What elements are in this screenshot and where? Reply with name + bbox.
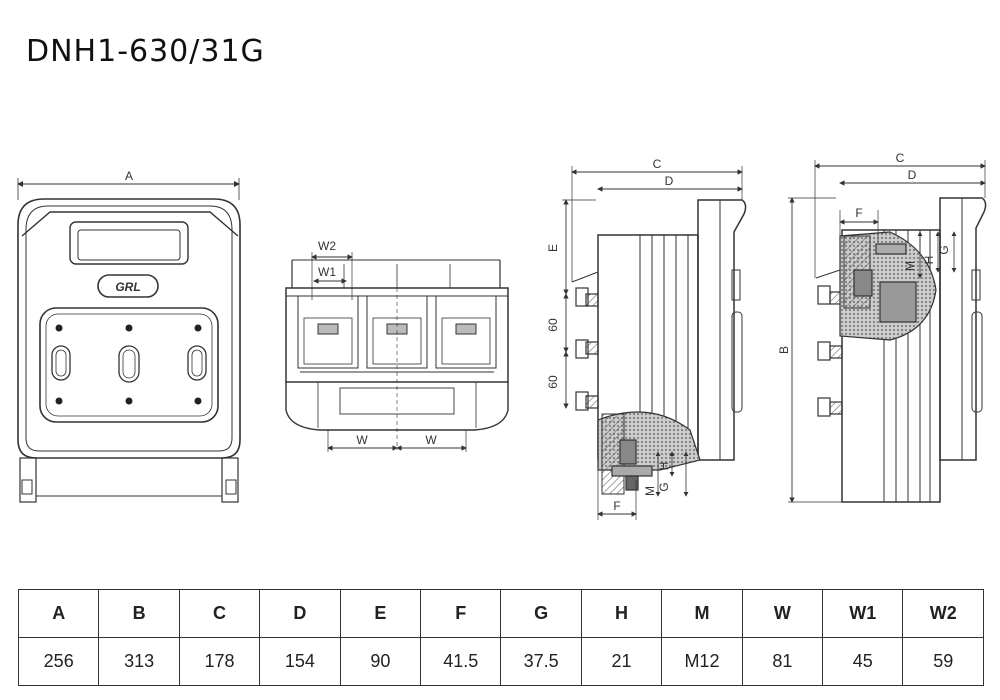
table-cell: 21 xyxy=(580,637,663,686)
dim-label-e: E xyxy=(546,244,560,252)
dim-label-d2: D xyxy=(908,168,917,182)
dim-label-w2: W2 xyxy=(318,239,336,253)
brand-logo: GRL xyxy=(115,280,140,294)
table-cell: 90 xyxy=(339,637,422,686)
table-header-cell: E xyxy=(339,589,422,638)
front-view xyxy=(17,178,241,503)
dim-label-a: A xyxy=(125,169,133,183)
table-header-cell: D xyxy=(259,589,341,638)
dim-label-h2: H xyxy=(922,256,936,265)
table-cell: M12 xyxy=(661,637,743,686)
table-cell: 178 xyxy=(178,637,261,686)
dim-label-60a: 60 xyxy=(546,318,560,332)
dim-label-w-left: W xyxy=(356,433,368,447)
table-header-cell: W2 xyxy=(902,589,984,638)
table-cell: 313 xyxy=(98,637,180,686)
dim-label-60b: 60 xyxy=(546,375,560,389)
dim-label-w1: W1 xyxy=(318,265,336,279)
dim-label-d1: D xyxy=(665,174,674,188)
table-header-cell: B xyxy=(98,589,180,638)
table-row: 256 313 178 154 90 41.5 37.5 21 M12 81 4… xyxy=(17,637,984,686)
dim-label-h1: H xyxy=(657,462,671,471)
dim-label-g1: G xyxy=(657,482,671,491)
page-title: DNH1-630/31G xyxy=(26,34,265,69)
technical-drawing: A GRL xyxy=(17,151,987,520)
dim-label-f1: F xyxy=(613,499,620,513)
table-header-cell: W1 xyxy=(822,589,904,638)
side-view-left xyxy=(562,166,747,520)
table-header-cell: A xyxy=(17,589,100,638)
side-view-right xyxy=(788,160,987,503)
dim-label-m2: M xyxy=(903,261,917,271)
table-cell: 256 xyxy=(17,637,100,686)
dim-label-g2: G xyxy=(937,245,951,254)
dim-label-w-right: W xyxy=(425,433,437,447)
dim-label-b: B xyxy=(777,346,791,354)
dim-label-c2: C xyxy=(896,151,905,165)
table-header-cell: C xyxy=(178,589,261,638)
table-cell: 81 xyxy=(741,637,824,686)
table-header-cell: G xyxy=(500,589,582,638)
table-header-row: A B C D E F G H M W W1 W2 xyxy=(17,589,984,638)
table-cell: 41.5 xyxy=(420,637,502,686)
table-cell: 37.5 xyxy=(500,637,582,686)
dim-label-c1: C xyxy=(653,157,662,171)
dimensions-table: A B C D E F G H M W W1 W2 256 313 178 15… xyxy=(17,589,984,686)
table-header-cell: H xyxy=(580,589,663,638)
table-header-cell: F xyxy=(420,589,502,638)
table-header-cell: M xyxy=(661,589,743,638)
dim-label-m1: M xyxy=(643,486,657,496)
table-header-cell: W xyxy=(741,589,824,638)
table-cell: 59 xyxy=(902,637,984,686)
top-view xyxy=(285,252,509,452)
table-cell: 154 xyxy=(259,637,341,686)
table-cell: 45 xyxy=(822,637,904,686)
dim-label-f2: F xyxy=(855,206,862,220)
